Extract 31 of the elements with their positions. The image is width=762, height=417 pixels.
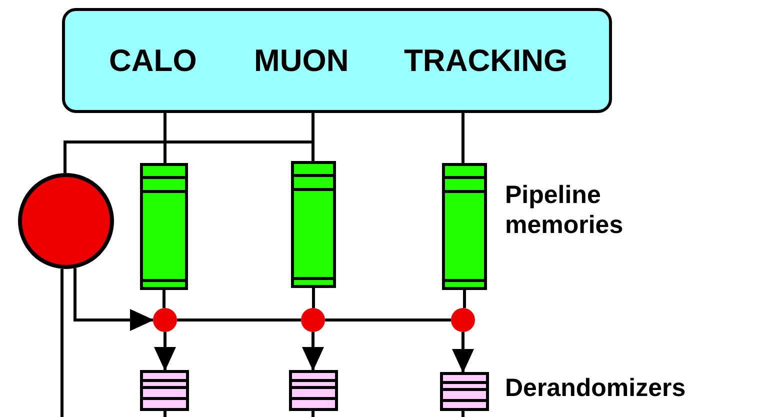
arrow — [302, 332, 324, 371]
connector-line — [60, 268, 64, 417]
annotation-label: Derandomizers — [505, 373, 687, 403]
junction-dot — [451, 308, 475, 332]
detector-label: MUON — [254, 43, 349, 79]
connector-line — [162, 290, 166, 308]
connector-line — [463, 290, 466, 308]
arrow — [74, 268, 154, 331]
connector-line — [325, 318, 451, 322]
arrow — [154, 332, 176, 371]
pipeline-memory-bar — [291, 161, 336, 288]
annotation-label: Pipeline memories — [505, 180, 624, 240]
connector-line — [462, 411, 464, 417]
connector-line — [462, 113, 464, 163]
connector-line — [312, 288, 315, 308]
junction-dot — [301, 308, 325, 332]
connector-line — [312, 411, 314, 417]
connector-line — [177, 318, 301, 322]
derandomizer-box — [440, 372, 489, 411]
derandomizer-box — [140, 370, 189, 411]
connector-line — [164, 411, 166, 417]
detector-box — [62, 8, 612, 113]
connector-line — [64, 113, 314, 173]
connector-line — [164, 113, 166, 163]
pipeline-memory-bar — [140, 163, 188, 290]
detector-label: CALO — [109, 43, 197, 79]
junction-dot — [153, 308, 177, 332]
detector-label: TRACKING — [404, 43, 568, 79]
derandomizer-box — [289, 370, 338, 411]
pipeline-memory-bar — [442, 163, 487, 290]
arrow — [452, 332, 474, 373]
